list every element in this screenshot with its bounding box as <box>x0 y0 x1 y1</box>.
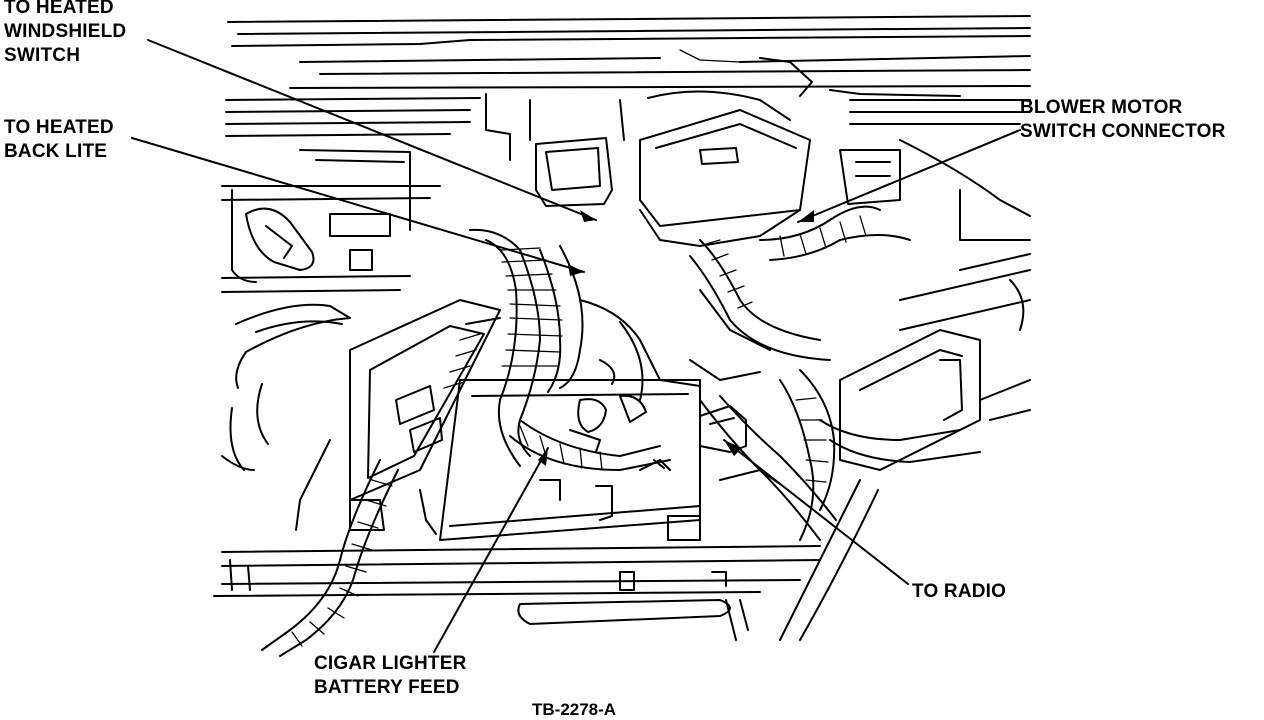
callout-line: BLOWER MOTOR <box>1020 97 1183 118</box>
callout-heated-windshield-switch: TO HEATED WINDSHIELD SWITCH <box>4 0 126 68</box>
callout-line: TO HEATED <box>4 117 114 138</box>
callout-line: SWITCH CONNECTOR <box>1020 121 1226 142</box>
leader-blower-motor <box>797 129 1021 223</box>
callout-line: CIGAR LIGHTER <box>314 653 467 674</box>
callout-line: WINDSHIELD <box>4 21 127 42</box>
callout-line: BACK LITE <box>4 141 108 162</box>
leader-heated-windshield <box>147 39 597 221</box>
callout-line: TO RADIO <box>912 581 1007 602</box>
callout-line: BATTERY FEED <box>314 677 460 698</box>
panel-top-rails <box>225 15 1031 137</box>
floor-rails <box>213 545 821 641</box>
wiring-harness <box>469 205 911 541</box>
callout-heated-back-lite: TO HEATED BACK LITE <box>4 116 114 164</box>
callout-cigar-lighter-battery-feed: CIGAR LIGHTER BATTERY FEED <box>314 652 467 700</box>
lower-tray <box>439 359 781 541</box>
callout-line: SWITCH <box>4 45 81 66</box>
leader-radio <box>723 439 909 585</box>
left-conduit-and-module <box>261 299 501 657</box>
figure-id: TB-2278-A <box>532 700 617 719</box>
leader-heated-back-lite <box>131 137 585 273</box>
right-dash-assembly <box>779 139 1031 641</box>
callout-leaders <box>131 39 1021 653</box>
left-panel-structure <box>221 149 441 471</box>
callout-blower-motor-switch-connector: BLOWER MOTOR SWITCH CONNECTOR <box>1020 96 1226 144</box>
callout-line: TO HEATED <box>4 0 114 18</box>
callout-to-radio: TO RADIO <box>912 580 1006 604</box>
leader-cigar-lighter <box>433 447 549 653</box>
heater-housing <box>485 90 901 401</box>
